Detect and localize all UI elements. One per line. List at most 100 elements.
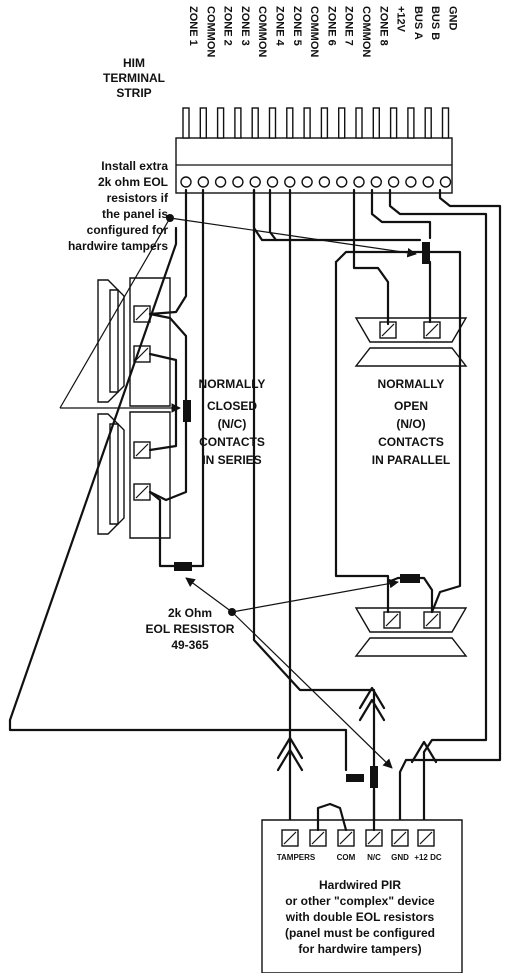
terminal-screw-10 xyxy=(353,176,365,188)
wire-zone8-to-no-upper xyxy=(370,188,432,240)
wire-no-loop-right xyxy=(334,250,462,614)
terminal-label-zone-6-8: ZONE 6 xyxy=(325,6,337,46)
terminal-tab-15 xyxy=(441,107,450,139)
terminal-label-zone-1-0: ZONE 1 xyxy=(187,6,199,46)
terminal-tab-9 xyxy=(338,107,346,139)
terminal-tab-11 xyxy=(372,107,380,139)
pir-description-line-2: or other "complex" device xyxy=(285,894,435,908)
pointer-lines xyxy=(59,214,417,769)
nc-label-line-2: CLOSED xyxy=(207,399,257,413)
nc-label-line-4: CONTACTS xyxy=(199,435,265,449)
eol-resistors xyxy=(174,242,430,788)
no-label-line-1: NORMALLY xyxy=(378,377,445,391)
nc-label-line-5: IN SERIES xyxy=(202,453,261,467)
terminal-tab-12 xyxy=(389,107,398,139)
eol-note-line-2: 2k ohm EOL xyxy=(98,175,168,189)
wire-zone4-no xyxy=(252,188,422,242)
terminal-tab-5 xyxy=(268,107,277,139)
terminal-label-bus-a-13: BUS A xyxy=(412,6,424,40)
pir-device: TAMPERS COM N/C GND +12 DC Hardwired PIR… xyxy=(261,819,463,973)
pir-terminal-12dc: +12 DC xyxy=(414,853,442,862)
resistor-nc-series xyxy=(183,400,191,422)
no-contact-lower xyxy=(354,607,468,657)
terminal-label-zone-4-5: ZONE 4 xyxy=(274,6,286,47)
resistor-note-line-2: EOL RESISTOR xyxy=(146,622,235,636)
terminal-screw-15 xyxy=(439,176,452,188)
wire-gnd-to-pir xyxy=(398,188,502,842)
terminal-screw-2 xyxy=(214,176,227,188)
nc-label-line-1: NORMALLY xyxy=(199,377,266,391)
terminal-label-common-4: COMMON xyxy=(256,6,268,57)
pir-terminal-com: COM xyxy=(337,853,356,862)
terminal-screw-4 xyxy=(249,176,261,188)
terminal-tab-7 xyxy=(303,107,311,139)
terminal-label-bus-b-14: BUS B xyxy=(429,6,441,40)
terminal-labels: ZONE 1 COMMON ZONE 2 ZONE 3 COMMON ZONE 4 ZONE… xyxy=(187,6,459,57)
eol-note-line-1: Install extra xyxy=(101,159,168,173)
wire-common1-to-nc-resistor xyxy=(188,188,205,568)
terminal-tab-4 xyxy=(251,107,259,139)
wire-common-no xyxy=(268,188,278,242)
wire-nc-lower-to-resistor xyxy=(148,490,178,568)
terminal-strip xyxy=(175,107,453,194)
eol-note-line-4: the panel is xyxy=(102,207,168,221)
resistor-pir-nc xyxy=(370,766,378,788)
wire-nc-lower-2 xyxy=(148,418,188,502)
him-title-line-1: HIM xyxy=(123,56,145,70)
nc-contacts-label: NORMALLY CLOSED (N/C) CONTACTS IN SERIES xyxy=(199,377,266,467)
no-contacts-label: NORMALLY OPEN (N/O) CONTACTS IN PARALLEL xyxy=(372,377,450,467)
nc-label-line-3: (N/C) xyxy=(218,417,247,431)
him-terminal-strip-title: HIM TERMINAL STRIP xyxy=(103,56,165,100)
him-title-line-3: STRIP xyxy=(116,86,151,100)
terminal-label-common-10: COMMON xyxy=(360,6,372,57)
terminal-screw-9 xyxy=(336,176,348,188)
wire-zone4-to-nc xyxy=(252,188,376,834)
wire-no-loop-left xyxy=(334,260,390,614)
wire-zone1-to-nc xyxy=(148,188,188,316)
pir-terminals xyxy=(281,829,435,847)
pir-terminal-gnd: GND xyxy=(391,853,409,862)
terminal-tab-13 xyxy=(407,107,415,139)
resistor-nc-bottom xyxy=(174,562,192,571)
terminal-screw-8 xyxy=(318,176,331,188)
wire-chevrons xyxy=(276,686,438,772)
wire-tamper-eol-to-pir xyxy=(8,718,348,772)
pir-terminal-tampers: TAMPERS xyxy=(277,853,316,862)
terminal-label-12v-12: +12V xyxy=(395,6,407,33)
terminal-tab-0 xyxy=(182,107,190,139)
resistor-no-lower xyxy=(400,574,420,583)
wire-tamper-eol-upper xyxy=(8,226,178,722)
terminal-tab-2 xyxy=(216,107,225,139)
resistor-no-upper xyxy=(422,242,430,264)
resistor-pir-tamper xyxy=(346,774,364,782)
no-label-line-2: OPEN xyxy=(394,399,428,413)
terminal-tab-14 xyxy=(424,107,432,139)
eol-note-line-3: resistors if xyxy=(107,191,169,205)
no-label-line-4: CONTACTS xyxy=(378,435,444,449)
no-contact-upper xyxy=(354,317,468,367)
wire-common8-to-no-upper xyxy=(352,188,390,326)
terminal-label-zone-8-11: ZONE 8 xyxy=(377,6,389,46)
terminal-screw-12 xyxy=(387,176,400,188)
no-label-line-3: (N/O) xyxy=(396,417,425,431)
terminal-label-zone-2-2: ZONE 2 xyxy=(222,6,234,46)
pir-internal-wires xyxy=(316,788,376,832)
terminal-screw-1 xyxy=(197,176,210,188)
terminal-label-gnd-15: GND xyxy=(447,6,459,31)
terminal-screw-14 xyxy=(422,176,434,188)
terminal-screw-13 xyxy=(405,176,417,188)
wire-nc-upper-to-resistor xyxy=(148,312,188,410)
wiring xyxy=(8,188,502,842)
terminal-screw-0 xyxy=(180,176,192,188)
terminal-screw-11 xyxy=(370,176,382,188)
resistor-note-line-1: 2k Ohm xyxy=(168,606,212,620)
terminal-screw-3 xyxy=(232,176,244,188)
eol-note-line-6: hardwire tampers xyxy=(68,239,168,253)
terminal-screw-7 xyxy=(301,176,313,188)
resistor-note: 2k Ohm EOL RESISTOR 49-365 xyxy=(146,606,235,652)
terminal-label-common-1: COMMON xyxy=(204,6,216,57)
eol-note: Install extra 2k ohm EOL resistors if th… xyxy=(68,159,169,253)
pir-description-line-4: (panel must be configured xyxy=(285,926,435,940)
terminal-label-zone-5-6: ZONE 5 xyxy=(291,6,303,46)
terminal-label-zone-3-3: ZONE 3 xyxy=(239,6,251,46)
